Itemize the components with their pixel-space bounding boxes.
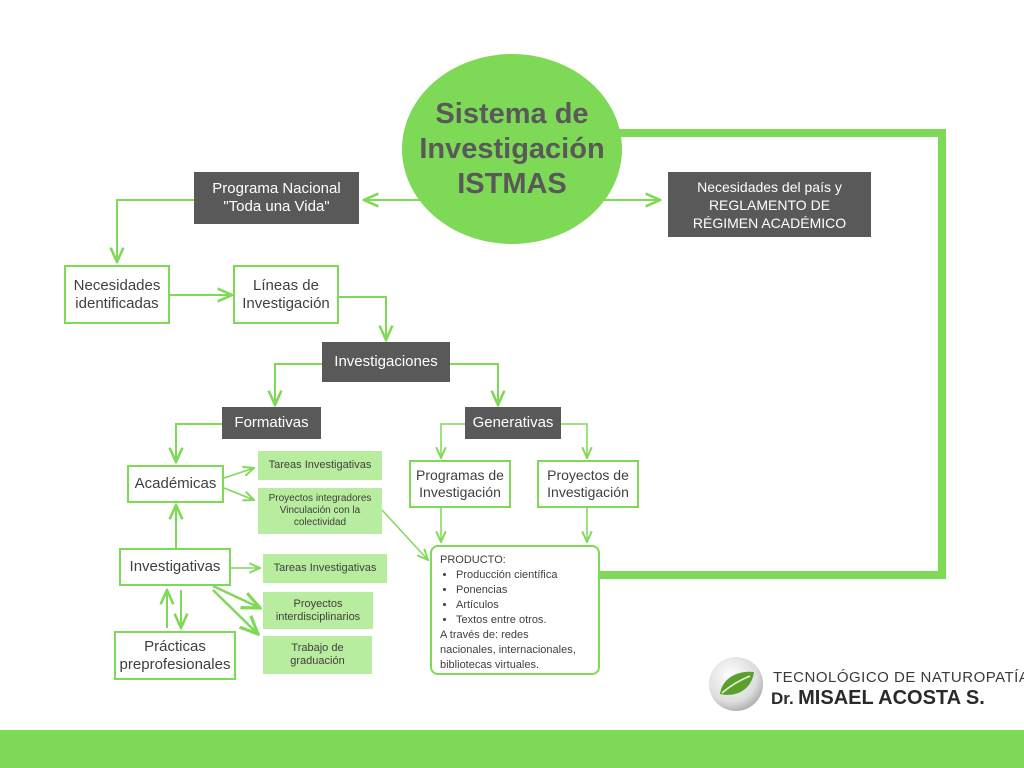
tareas-investigativas-1-label: Tareas Investigativas <box>268 459 372 471</box>
bottom-green-bar <box>0 730 1024 768</box>
institution-logo: TECNOLÓGICO DE NATUROPATÍA® Dr. MISAEL A… <box>708 656 1024 712</box>
logo-institution-name: TECNOLÓGICO DE NATUROPATÍA® <box>773 668 1024 686</box>
arrow-investigativas-trabajo <box>212 589 258 634</box>
proyectos-integradores-line-3: colectividad <box>293 517 347 528</box>
producto-item: Artículos <box>456 598 590 613</box>
programas-investigacion-line-2: Investigación <box>419 484 501 500</box>
necesidades-identificadas-line-2: identificadas <box>75 294 159 312</box>
practicas-preprofesionales-line-2: preprofesionales <box>119 655 231 673</box>
investigaciones-label: Investigaciones <box>334 353 438 370</box>
logo-line1-text: TECNOLÓGICO DE NATUROPATÍA <box>773 669 1024 686</box>
proyectos-integradores-line-2: Vinculación con la <box>279 505 361 516</box>
investigaciones-box: Investigaciones <box>322 342 450 382</box>
arrow-generativas-programas <box>441 423 465 458</box>
academicas-box: Académicas <box>127 465 224 503</box>
title-line-2: Investigación <box>419 132 605 165</box>
sistema-investigacion-circle: Sistema de Investigación ISTMAS <box>402 54 622 244</box>
proyectos-interdisciplinarios-line-1: Proyectos <box>293 597 343 610</box>
tareas-investigativas-2-box: Tareas Investigativas <box>263 554 387 583</box>
generativas-box: Generativas <box>465 407 561 439</box>
producto-heading: PRODUCTO: <box>440 554 506 566</box>
arrow-programa-necesidades <box>117 199 194 262</box>
proyectos-investigacion-line-1: Proyectos de <box>547 467 629 483</box>
proyectos-integradores-box: Proyectos integradores Vinculación con l… <box>258 488 382 534</box>
proyectos-investigacion-box: Proyectos de Investigación <box>537 460 639 508</box>
title-line-3: ISTMAS <box>457 167 567 200</box>
investigativas-label: Investigativas <box>129 558 221 575</box>
feedback-loop-line <box>600 129 946 579</box>
tareas-investigativas-1-box: Tareas Investigativas <box>258 451 382 480</box>
proyectos-interdisciplinarios-box: Proyectos interdisciplinarios <box>263 592 373 629</box>
producto-note-line-1: A través de: redes <box>440 629 529 641</box>
necesidades-pais-line-1: Necesidades del país y <box>697 178 842 195</box>
producto-list: Producción científica Ponencias Artículo… <box>440 568 590 628</box>
producto-note-line-2: nacionales, internacionales, <box>440 644 576 656</box>
necesidades-identificadas-line-1: Necesidades <box>73 276 161 294</box>
trabajo-graduacion-box: Trabajo de graduación <box>263 636 372 674</box>
necesidades-identificadas-box: Necesidades identificadas <box>64 265 170 324</box>
arrow-academicas-proyectos <box>223 487 254 500</box>
arrow-formativas-academicas <box>176 423 222 462</box>
formativas-label: Formativas <box>234 414 309 431</box>
lineas-investigacion-line-1: Líneas de <box>253 276 319 294</box>
lineas-investigacion-box: Líneas de Investigación <box>233 265 339 324</box>
arrow-investigaciones-generativas <box>450 363 498 405</box>
academicas-label: Académicas <box>134 475 217 492</box>
formativas-box: Formativas <box>222 407 321 439</box>
arrow-generativas-proyectos <box>561 423 587 458</box>
logo-person-name: Dr. MISAEL ACOSTA S. <box>771 687 985 710</box>
generativas-label: Generativas <box>472 414 554 431</box>
producto-box: PRODUCTO: Producción científica Ponencia… <box>430 545 600 675</box>
proyectos-interdisciplinarios-line-2: interdisciplinarios <box>275 610 361 623</box>
trabajo-graduacion-line-2: graduación <box>290 655 345 667</box>
producto-item: Producción científica <box>456 568 590 583</box>
investigativas-box: Investigativas <box>119 548 231 586</box>
arrow-investigativas-proyectos <box>212 584 260 608</box>
producto-item: Ponencias <box>456 583 590 598</box>
arrow-lineas-investigaciones <box>338 296 386 340</box>
necesidades-pais-box: Necesidades del país y REGLAMENTO DE RÉG… <box>668 172 871 237</box>
producto-note-line-3: bibliotecas virtuales. <box>440 659 540 671</box>
necesidades-pais-line-2: REGLAMENTO DE <box>708 196 831 213</box>
arrow-proyectos-producto <box>381 509 428 560</box>
title-line-1: Sistema de <box>435 97 589 130</box>
practicas-preprofesionales-line-1: Prácticas <box>144 637 206 655</box>
programas-investigacion-box: Programas de Investigación <box>409 460 511 508</box>
practicas-preprofesionales-box: Prácticas preprofesionales <box>114 631 236 680</box>
programa-nacional-line-2: "Toda una Vida" <box>223 198 330 215</box>
tareas-investigativas-2-label: Tareas Investigativas <box>273 562 377 574</box>
logo-prefix: Dr. <box>771 689 794 708</box>
leaf-icon <box>709 657 763 711</box>
logo-name: MISAEL ACOSTA S. <box>798 687 985 709</box>
programas-investigacion-line-1: Programas de <box>416 467 504 483</box>
arrow-academicas-tareas <box>223 468 254 479</box>
proyectos-investigacion-line-2: Investigación <box>547 484 629 500</box>
producto-item: Textos entre otros. <box>456 613 590 628</box>
arrow-investigaciones-formativas <box>275 363 322 405</box>
trabajo-graduacion-line-1: Trabajo de <box>291 642 344 654</box>
necesidades-pais-line-3: RÉGIMEN ACADÉMICO <box>692 214 847 231</box>
proyectos-integradores-line-1: Proyectos integradores <box>268 493 372 504</box>
programa-nacional-box: Programa Nacional "Toda una Vida" <box>194 172 359 224</box>
lineas-investigacion-line-2: Investigación <box>242 294 330 312</box>
programa-nacional-line-1: Programa Nacional <box>212 180 341 197</box>
